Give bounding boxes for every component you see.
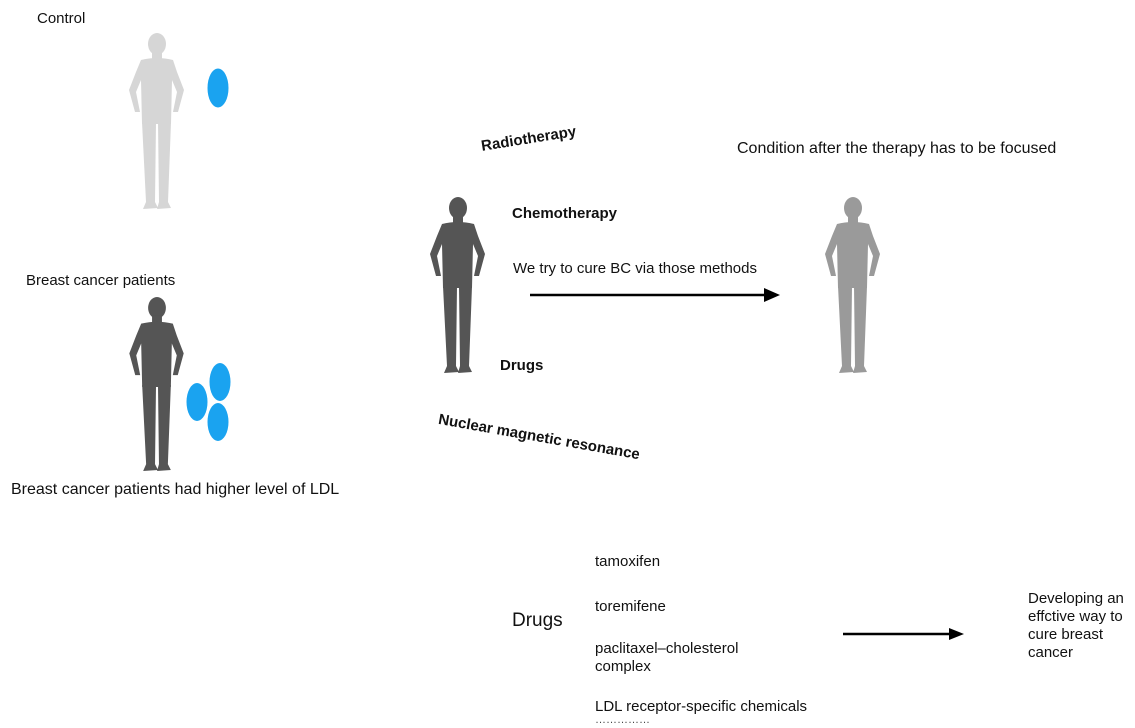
ldl-particle-icon	[207, 68, 229, 108]
control-person-icon	[129, 33, 184, 209]
drugs-heading: Drugs	[512, 610, 563, 631]
cure-methods-text: We try to cure BC via those methods	[513, 260, 757, 277]
treated-person-icon	[430, 197, 485, 373]
drugs-label: Drugs	[500, 357, 544, 374]
outcome-text: Developing an effctive way to cure breas…	[1028, 590, 1124, 661]
ldl-particles-icon	[186, 363, 231, 441]
ldl-finding-text: Breast cancer patients had higher level …	[11, 481, 340, 498]
drug-item: paclitaxel–cholesterol complex	[595, 640, 739, 675]
patient-person-icon	[129, 296, 184, 472]
drug-item: tamoxifen	[595, 553, 661, 570]
drug-item: toremifene	[595, 598, 666, 615]
drug-list-ellipsis: ……………	[595, 714, 650, 726]
drug-item: LDL receptor-specific chemicals	[595, 698, 808, 715]
control-label: Control	[37, 10, 86, 27]
patients-label: Breast cancer patients	[26, 272, 176, 289]
outcome-arrow	[843, 628, 964, 640]
nmr-label: Nuclear magnetic resonance	[437, 411, 642, 464]
chemotherapy-label: Chemotherapy	[512, 205, 618, 222]
radiotherapy-label: Radiotherapy	[480, 123, 578, 155]
after-therapy-person-icon	[825, 197, 880, 373]
therapy-arrow	[530, 288, 780, 302]
after-therapy-text: Condition after the therapy has to be fo…	[737, 140, 1057, 157]
